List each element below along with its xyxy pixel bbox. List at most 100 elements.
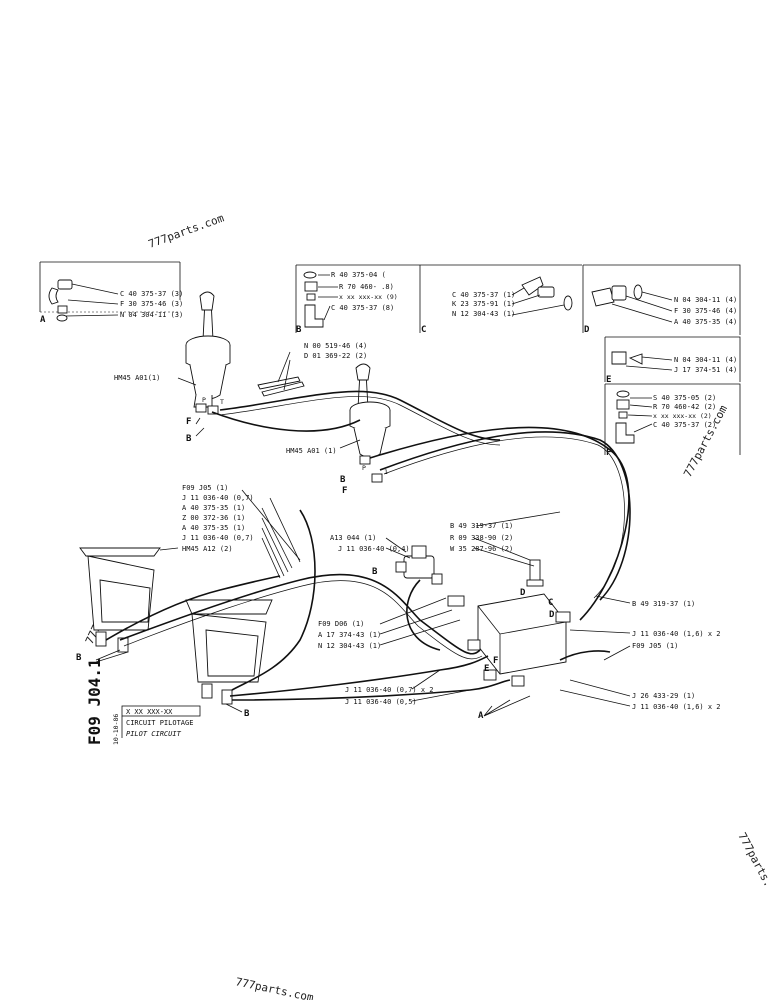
joystick-left — [185, 291, 231, 415]
part-label: A 40 375-35 (4) — [674, 318, 737, 326]
part-label: x xx xxx-xx (2) — [653, 412, 712, 420]
o-ring-icon — [56, 314, 68, 322]
callout-label: J 26 433-29 (1) — [632, 692, 695, 700]
seal-icon — [618, 411, 628, 419]
part-label: F 30 375-46 (4) — [674, 307, 737, 315]
plug-icon — [57, 305, 68, 314]
part-label: J 17 374-51 (4) — [674, 366, 737, 374]
part-label: R 40 375-04 ( — [331, 271, 386, 279]
part-label: R 70 460- .8) — [339, 283, 394, 291]
part-label: C 40 375-37 (8) — [331, 304, 394, 312]
callout-label: J 11 036-40 (0,4) — [338, 545, 410, 553]
seal-icon — [628, 353, 643, 365]
port-letter: 1 — [384, 468, 388, 476]
callout-label: N 12 304-43 (1) — [318, 642, 381, 650]
title-fr: CIRCUIT PILOTAGE — [126, 719, 193, 727]
part-label: C 40 375-37 (2) — [653, 421, 716, 429]
seal-icon — [306, 293, 316, 301]
leader-lines — [159, 351, 631, 707]
title-en: PILOT CIRCUIT — [126, 730, 182, 738]
ref-letter: C — [548, 598, 553, 608]
hose-routing — [105, 390, 631, 701]
pedal-right — [185, 599, 273, 705]
elbow-fitting-icon — [615, 422, 635, 444]
callout-labels: N 00 519-46 (4) D 01 369-22 (2) HM45 A01… — [114, 342, 721, 711]
detail-panel-c: C C 40 375-37 (1) K 23 375-91 (1) N 12 3… — [419, 264, 582, 335]
callout-label: R 09 338-90 (2) — [450, 534, 513, 542]
ref-letter: D — [549, 610, 555, 620]
title-part-number: X XX XXX-XX — [126, 708, 173, 716]
callout-label: W 35 287-96 (2) — [450, 545, 513, 553]
detail-panel-d: D N 04 304-11 (4) F 30 375-46 (4) A 40 3… — [582, 264, 741, 335]
callout-label: D 01 369-22 (2) — [304, 352, 367, 360]
watermark: 777parts.com — [234, 975, 315, 1000]
part-label: C 40 375-37 (3) — [120, 290, 183, 298]
cable-tie-icon — [257, 376, 301, 390]
callout-label: J 11 036-40 (0,5) — [345, 698, 417, 706]
part-label: N 12 304-43 (1) — [452, 310, 515, 318]
ref-letter: B — [76, 653, 82, 663]
part-label: K 23 375-91 (1) — [452, 300, 515, 308]
panel-letter: C — [421, 325, 426, 335]
pedal-left — [79, 547, 161, 653]
detail-panel-e: E N 04 304-11 (4) J 17 374-51 (4) — [604, 336, 741, 385]
port-letter: P — [362, 464, 366, 472]
callout-label: F09 J05 (1) — [632, 642, 678, 650]
ref-letter: B — [372, 567, 378, 577]
callout-label: F09 D06 (1) — [318, 620, 364, 628]
callout-label: N 00 519-46 (4) — [304, 342, 367, 350]
elbow-fitting-icon — [304, 304, 324, 328]
panel-letter: A — [40, 315, 46, 325]
callout-label: J 11 036-40 (0,7) x 2 — [345, 686, 434, 694]
callout-label: B 49 319-37 (1) — [632, 600, 695, 608]
part-label: N 04 304-11 (4) — [674, 356, 737, 364]
sheet-code: F09 J04.1 — [85, 658, 104, 745]
callout-label: A13 044 (1) — [330, 534, 376, 542]
valve-block — [467, 559, 571, 687]
callout-label: HM45 A12 (2) — [182, 545, 233, 553]
watermark: 777parts.com — [147, 211, 226, 251]
o-ring-icon — [616, 390, 630, 398]
part-label: S 40 375-05 (2) — [653, 394, 716, 402]
o-ring-icon — [633, 284, 643, 300]
port-letter: P — [202, 396, 206, 404]
callout-label: J 11 036-40 (0,7) — [182, 534, 254, 542]
elbow-fitting-icon — [521, 276, 544, 296]
panel-letter: E — [606, 375, 611, 385]
callout-label: A 40 375-35 (1) — [182, 504, 245, 512]
plug-icon — [611, 351, 627, 365]
callout-label: F09 J05 (1) — [182, 484, 228, 492]
o-ring-icon — [563, 295, 573, 311]
valve-a13 — [395, 545, 465, 607]
part-label: R 70 460-42 (2) — [653, 403, 716, 411]
ref-letter: B — [244, 709, 250, 719]
callout-label: HM45 A01 (1) — [286, 447, 337, 455]
port-letter: T — [220, 398, 224, 406]
elbow-fitting-icon — [48, 287, 59, 305]
callout-label: B 49 319-37 (1) — [450, 522, 513, 530]
ref-letter: F — [342, 486, 347, 496]
callout-label: J 11 036-40 (0,7) — [182, 494, 254, 502]
watermark: 777parts. — [735, 830, 772, 889]
callout-label: J 11 036-40 (1,6) x 2 — [632, 703, 721, 711]
panel-letter: D — [584, 325, 590, 335]
callout-label: Z 00 372-36 (1) — [182, 514, 245, 522]
part-label: N 04 304-11 (4) — [674, 296, 737, 304]
nut-icon — [611, 285, 627, 301]
callout-label: A 40 375-35 (1) — [182, 524, 245, 532]
joystick-right — [349, 363, 391, 483]
part-label: F 30 375-46 (3) — [120, 300, 183, 308]
adapter-icon — [537, 286, 555, 298]
ref-letter: F — [493, 656, 498, 666]
ref-letter: E — [484, 664, 489, 674]
date-code: 10-10-86 — [112, 714, 120, 745]
ref-letter: A — [478, 711, 484, 721]
callout-label: J 11 036-40 (1,6) x 2 — [632, 630, 721, 638]
ref-letter: F — [186, 417, 191, 427]
cable-tie-icon — [261, 381, 305, 397]
nipple-icon — [304, 281, 318, 292]
detail-panel-a: A C 40 375-37 (3) F 30 375-46 (3) N 04 3… — [39, 261, 183, 325]
detail-panel-b: B R 40 375-04 ( R 70 460- .8) x xx xxx-x… — [295, 264, 420, 335]
